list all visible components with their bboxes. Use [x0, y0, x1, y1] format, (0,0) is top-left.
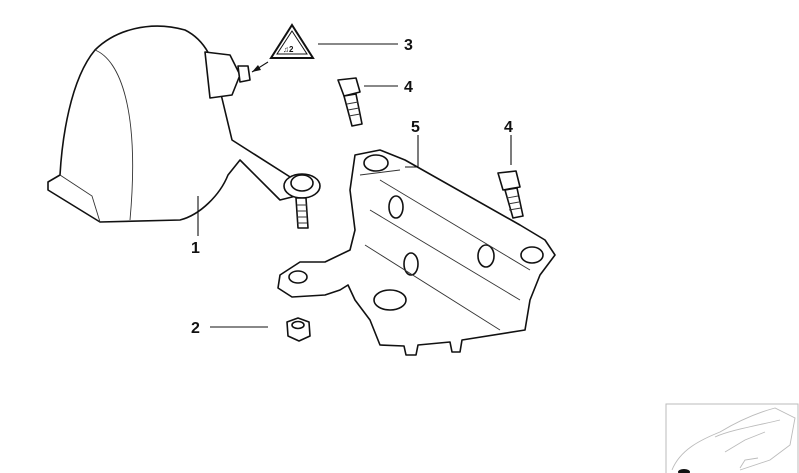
- callout-4[interactable]: 4: [504, 119, 513, 136]
- triangle-warning-icon: ♫2: [269, 23, 315, 59]
- callout-4[interactable]: 4: [404, 79, 413, 96]
- horn-part[interactable]: [47, 25, 321, 229]
- callout-3[interactable]: 3: [404, 37, 413, 54]
- nut-part[interactable]: [286, 317, 311, 342]
- bolt-part[interactable]: [497, 170, 524, 219]
- callout-1[interactable]: 1: [191, 240, 200, 257]
- bracket-part[interactable]: [277, 149, 556, 356]
- car-outline-icon[interactable]: [665, 403, 799, 473]
- svg-text:♫2: ♫2: [283, 45, 294, 54]
- bolt-part[interactable]: [337, 77, 363, 127]
- callout-5[interactable]: 5: [411, 119, 420, 136]
- callout-2[interactable]: 2: [191, 320, 200, 337]
